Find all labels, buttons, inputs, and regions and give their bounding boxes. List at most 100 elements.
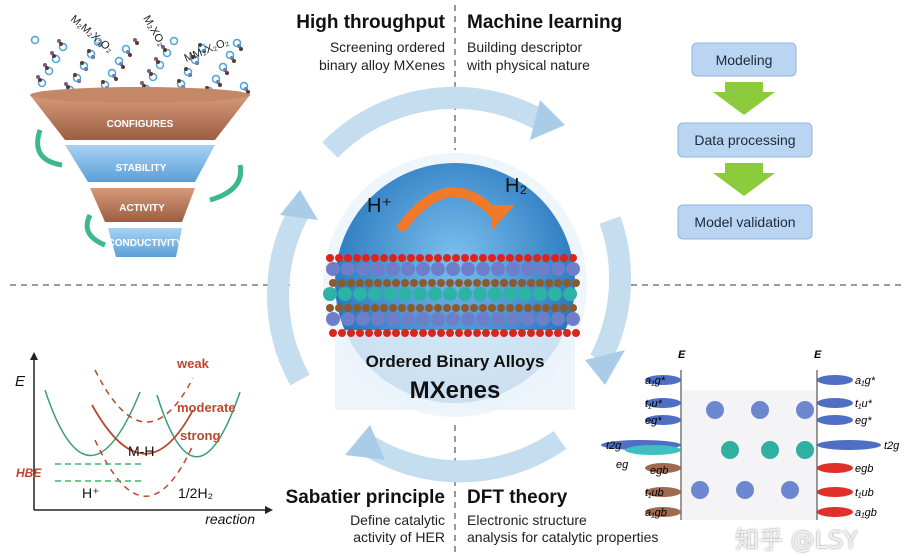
atom	[407, 304, 415, 312]
layer-label: CONFIGURES	[107, 119, 174, 130]
funnel-layer-stability	[65, 145, 215, 182]
atom	[425, 304, 433, 312]
orbital-lobe	[817, 398, 853, 408]
label-strong: strong	[180, 428, 221, 443]
atom-dot	[79, 61, 89, 71]
energy-axis-label: E	[678, 349, 686, 361]
atom-dot	[162, 48, 172, 58]
orbital-lobe	[645, 463, 681, 473]
atom	[419, 279, 427, 287]
atom-dot	[190, 55, 200, 65]
atom	[329, 329, 337, 337]
atom	[497, 304, 505, 312]
atom	[356, 279, 364, 287]
atom	[380, 304, 388, 312]
orbital-lobe	[817, 507, 853, 517]
atom	[455, 279, 463, 287]
caption-line: binary alloy MXenes	[319, 57, 445, 73]
orbital-lobe	[817, 440, 881, 450]
atom-dot	[57, 39, 61, 43]
curve-moderate	[91, 404, 194, 455]
h2-label: H₂	[505, 175, 527, 197]
orbital-lobe	[817, 463, 853, 473]
label-moderate: moderate	[177, 400, 236, 415]
orbital-lobe	[625, 445, 681, 455]
caption-line: Screening ordered	[330, 39, 445, 55]
atom	[470, 254, 478, 262]
atom-dot	[50, 51, 54, 55]
atom-dot	[154, 57, 158, 61]
atom	[491, 312, 505, 326]
orbital-label: t2g	[606, 440, 622, 452]
atom	[761, 441, 779, 459]
atom	[533, 254, 541, 262]
atom	[326, 262, 340, 276]
atom	[482, 329, 490, 337]
atom	[380, 254, 388, 262]
atom	[572, 329, 580, 337]
caption-line: activity of HER	[353, 529, 445, 545]
flow-label: Data processing	[694, 132, 795, 148]
atom	[796, 401, 814, 419]
ml-flowchart: Modeling Data processing Model validatio…	[677, 42, 813, 240]
label-weak: weak	[176, 356, 210, 371]
atom-dot	[156, 60, 160, 64]
atom	[781, 481, 799, 499]
atom-dot	[225, 71, 229, 75]
atom-dot	[43, 63, 47, 67]
heading-sabatier: Sabatier principle	[286, 487, 445, 508]
atom	[362, 254, 370, 262]
atom-dot	[30, 35, 40, 45]
formula-label: MM₂X₂O₂	[183, 36, 231, 65]
atom	[392, 279, 400, 287]
atom	[398, 254, 406, 262]
layer-label: ACTIVITY	[119, 203, 165, 214]
orbital-lobe	[645, 487, 681, 497]
atom	[551, 262, 565, 276]
atom	[691, 481, 709, 499]
atom-dot	[101, 80, 105, 84]
atom	[572, 279, 580, 287]
atom	[383, 287, 397, 301]
atom	[371, 304, 379, 312]
atom	[371, 262, 385, 276]
atom	[473, 287, 487, 301]
atom-dot	[72, 73, 82, 83]
center-title: Ordered Binary Alloys	[366, 352, 545, 371]
atom	[566, 262, 580, 276]
atom	[428, 287, 442, 301]
atom	[521, 312, 535, 326]
layer-label: CONDUCTIVITY	[108, 238, 183, 249]
atom-dot	[133, 38, 137, 42]
orbital-label: egb	[855, 463, 873, 475]
atom	[452, 304, 460, 312]
atom-dot	[142, 84, 146, 88]
atom	[721, 441, 739, 459]
atom-dot	[197, 43, 207, 53]
atom	[344, 254, 352, 262]
orbital-label: t₁ub	[645, 487, 664, 499]
atom	[524, 254, 532, 262]
atom	[476, 312, 490, 326]
atom	[542, 304, 550, 312]
orbital-label: eg*	[645, 415, 662, 427]
orbital-lobe	[817, 375, 853, 385]
atom	[533, 287, 547, 301]
orbital-lobe	[645, 415, 681, 425]
atom	[536, 279, 544, 287]
atom	[548, 287, 562, 301]
atom	[563, 329, 571, 337]
atom	[446, 329, 454, 337]
watermark: 知乎 @LSY	[735, 526, 858, 554]
atom	[473, 329, 481, 337]
atom	[365, 329, 373, 337]
atom	[416, 304, 424, 312]
atom	[461, 312, 475, 326]
curved-arrow-icon	[84, 213, 107, 248]
atom	[374, 279, 382, 287]
atom	[518, 287, 532, 301]
atom	[491, 279, 499, 287]
reaction-arrow-icon	[395, 187, 504, 233]
atom	[371, 312, 385, 326]
